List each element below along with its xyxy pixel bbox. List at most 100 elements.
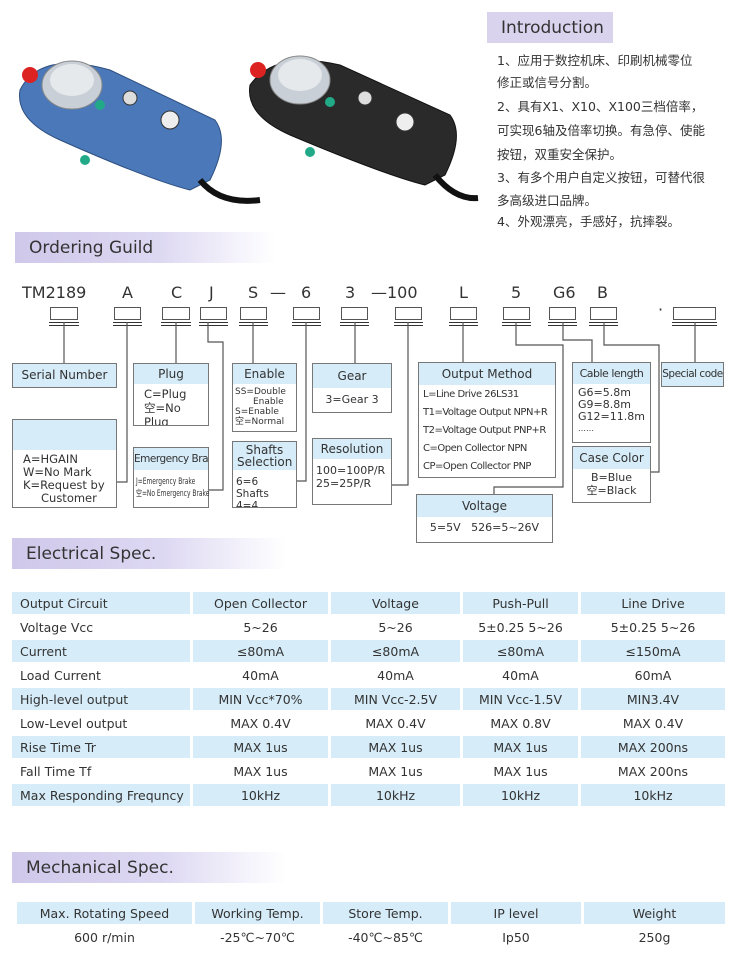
output-option: C=Open Collector NPN [423, 443, 527, 454]
case-color-title: Case Color [573, 447, 650, 469]
brake-option: J=Emergency Brake [136, 477, 196, 487]
code-gear: 3 [345, 283, 356, 302]
voltage-title: Voltage [417, 495, 552, 517]
gear-option: 3=Gear 3 [325, 393, 379, 406]
mark-option: W=No Mark [23, 465, 92, 479]
gear-box: Gear 3=Gear 3 [312, 363, 392, 413]
spec-cell: MAX 200ns [617, 763, 689, 779]
resolution-box: Resolution 100=100P/R 25=25P/R [312, 438, 392, 505]
output-option: T2=Voltage Output PNP+R [423, 425, 546, 436]
cable-length-box: Cable length G6=5.8m G9=8.8m G12=11.8m …… [572, 362, 651, 443]
spec-cell: MAX 0.4V [230, 715, 291, 731]
cable-option: G9=8.8m [578, 398, 631, 411]
enable-option: SS=Double [235, 387, 286, 397]
intro-line: 2、具有X1、X10、X100三档倍率， [497, 99, 704, 114]
enable-option: Enable [253, 397, 284, 407]
spec-cell: MIN Vcc-1.5V [463, 688, 578, 710]
header-cell: Store Temp. [323, 902, 448, 924]
spec-cell: 5±0.25 5~26 [610, 619, 696, 635]
spec-cell: ≤80mA [193, 640, 328, 662]
gear-title: Gear [313, 364, 391, 388]
row-label: Load Current [20, 667, 101, 683]
output-option: T1=Voltage Output NPN+R [423, 407, 548, 418]
intro-line: 多高级进口品牌。 [497, 193, 598, 208]
emergency-brake-title: Emergency Brake [134, 448, 208, 470]
spec-cell: 40mA [377, 667, 414, 683]
spec-cell: Push-Pull [463, 592, 578, 614]
voltage-option: 5=5V 526=5~26V [429, 521, 540, 534]
code-slot [199, 307, 228, 326]
case-color-box: Case Color B=Blue 空=Black [572, 446, 651, 503]
mechanical-value-row: 600 r/min -25℃~70℃ -40℃~85℃ Ip50 250g [17, 926, 725, 948]
mark-box: A=HGAIN W=No Mark K=Request by Customer [12, 419, 117, 508]
row-label: High-level output [12, 688, 190, 710]
plug-title: Plug [134, 364, 208, 384]
product-photos [19, 55, 479, 204]
mark-option: Customer [41, 491, 97, 505]
code-plug: C [171, 283, 183, 302]
spec-cell: ≤150mA [581, 640, 725, 662]
value-cell: 600 r/min [74, 929, 135, 945]
code-output: L [459, 283, 468, 302]
cable-option: G12=11.8m [578, 410, 645, 423]
introduction-title: Introduction [487, 12, 613, 43]
code-dot: · [658, 300, 664, 319]
emergency-brake-box: Emergency Brake J=Emergency Brake 空=No E… [133, 447, 209, 508]
enable-option: S=Enable [235, 407, 279, 417]
spec-cell: 10kHz [581, 784, 725, 806]
spec-cell: MAX 1us [193, 736, 328, 758]
shafts-option: 4=4 Shafts [236, 500, 259, 508]
ordering-title: Ordering Guild [15, 232, 275, 263]
mechanical-title: Mechanical Spec. [12, 852, 286, 883]
code-resolution: —100 [371, 283, 418, 302]
spec-cell: MAX 200ns [581, 736, 725, 758]
spec-cell: 10kHz [193, 784, 328, 806]
cable-option: G6=5.8m [578, 386, 631, 399]
spec-cell: MIN3.4V [581, 688, 725, 710]
intro-line: 按钮，双重安全保护。 [497, 147, 623, 162]
output-option: CP=Open Collector PNP [423, 461, 531, 472]
header-cell: Working Temp. [195, 902, 320, 924]
spec-cell: MAX 1us [493, 763, 548, 779]
spec-cell: 40mA [242, 667, 279, 683]
output-method-box: Output Method L=Line Drive 26LS31 T1=Vol… [418, 362, 556, 478]
resolution-option: 25=25P/R [316, 477, 372, 490]
spec-cell: MAX 1us [368, 763, 423, 779]
code-voltage: 5 [511, 283, 522, 302]
plug-box: Plug C=Plug 空=No Plug [133, 363, 209, 426]
spec-cell: Open Collector [193, 592, 328, 614]
spec-cell: 5~26 [378, 619, 413, 635]
special-code-box: Special code [661, 362, 724, 387]
spec-cell: MAX 1us [463, 736, 578, 758]
code-serial: TM2189 [22, 283, 87, 302]
resolution-option: 100=100P/R [316, 464, 386, 477]
row-label: Fall Time Tf [20, 763, 92, 779]
intro-line: 可实现6轴及倍率切换。有急停、使能 [497, 123, 705, 138]
mechanical-spec-table: Max. Rotating Speed Working Temp. Store … [14, 900, 728, 950]
output-method-title: Output Method [419, 363, 555, 385]
spec-cell: MIN Vcc*70% [193, 688, 328, 710]
value-cell: -25℃~70℃ [220, 929, 295, 945]
intro-line: 1、应用于数控机床、印刷机械零位 [497, 53, 693, 68]
mark-option: K=Request by [23, 478, 105, 492]
spec-cell: 10kHz [331, 784, 460, 806]
spec-cell: Voltage [331, 592, 460, 614]
shafts-option: 6=6 Shafts [236, 476, 269, 500]
cable-option: …… [578, 424, 594, 433]
spec-cell: ≤80mA [463, 640, 578, 662]
value-cell: -40℃~85℃ [348, 929, 423, 945]
intro-line: 4、外观漂亮，手感好，抗摔裂。 [497, 214, 680, 229]
plug-option: C=Plug [144, 387, 187, 401]
color-option: 空=Black [586, 484, 637, 497]
shafts-title: Shafts Selection [233, 442, 296, 470]
intro-line: 3、有多个用户自定义按钮，可替代很 [497, 170, 705, 185]
row-label: Current [12, 640, 190, 662]
intro-line: 修正或信号分割。 [497, 75, 598, 90]
connector-lines [63, 322, 696, 494]
